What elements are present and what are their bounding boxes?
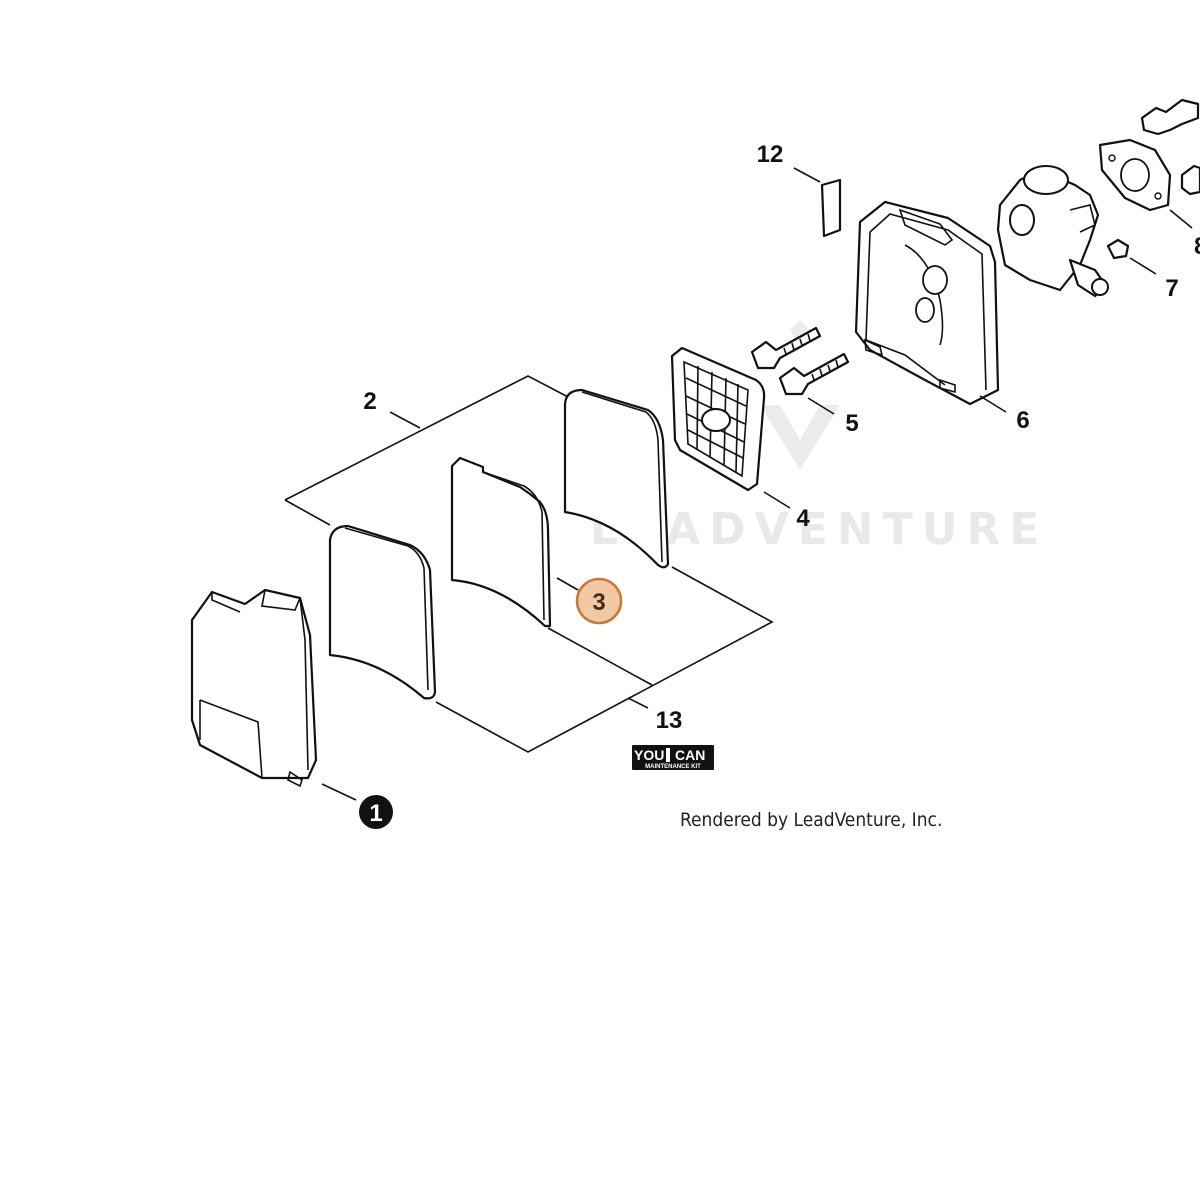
air-filter-housing[interactable] [854,200,1000,406]
gasket[interactable] [1098,138,1172,212]
bushing[interactable] [1106,238,1130,260]
callout-3[interactable]: 3 [575,577,623,625]
you-can-kit-logo: YOU CAN MAINTENANCE KIT [632,745,714,770]
kit-logo-left: YOU [634,747,664,763]
leader-lines [321,167,1193,801]
callout-4-label: 4 [796,505,810,532]
callout-8[interactable]: 8 [1194,233,1200,260]
filter-element[interactable] [450,456,552,628]
callout-3-label: 3 [592,589,605,616]
callout-6[interactable]: 6 [1016,407,1029,434]
callout-13-label: 13 [656,707,683,734]
kit-logo-subtitle: MAINTENANCE KIT [645,764,701,770]
air-filter-cover[interactable] [190,588,318,788]
filter-base-grid[interactable] [670,346,766,492]
render-credit: Rendered by LeadVenture, Inc. [680,809,942,831]
top-bolt[interactable] [1140,98,1200,136]
rear-filter-foam[interactable] [563,388,670,569]
screw-lower[interactable] [778,352,850,396]
carburetor[interactable] [996,165,1109,298]
callout-2[interactable]: 2 [363,388,376,415]
callout-12-label: 12 [757,141,784,168]
side-nut[interactable] [1180,164,1200,196]
label-sticker[interactable] [820,178,842,238]
kit-13-outline [284,375,774,753]
callout-8-label: 8 [1194,233,1200,260]
screw-upper[interactable] [750,326,822,370]
kit-2-outline [547,627,653,686]
callout-5-label: 5 [845,410,858,437]
callout-12[interactable]: 12 [757,141,784,168]
callout-5[interactable]: 5 [845,410,858,437]
watermark-logo-icon [760,320,840,470]
callout-4[interactable]: 4 [796,505,810,532]
pre-filter-foam[interactable] [328,524,437,700]
callout-7-label: 7 [1165,275,1178,302]
callout-6-label: 6 [1016,407,1029,434]
callout-2-label: 2 [363,388,376,415]
callout-7[interactable]: 7 [1165,275,1178,302]
callout-1-label: 1 [369,800,382,827]
kit-logo-right: CAN [675,747,705,763]
wrench-icon [666,748,670,762]
callout-1[interactable]: 1 [359,795,393,829]
callout-13[interactable]: 13 [656,707,683,734]
